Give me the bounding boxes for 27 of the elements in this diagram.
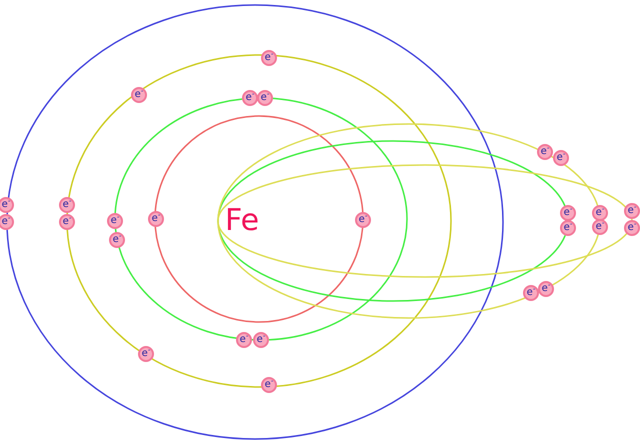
electron-circle: e$^{-}$ — [59, 214, 75, 230]
electron-circle: e$^{-}$ — [537, 144, 553, 160]
element-symbol: Fe — [225, 204, 260, 238]
electron-circle: e$^{-}$ — [236, 332, 252, 348]
electron-circle: e$^{-}$ — [624, 203, 640, 219]
electron-circle: e$^{-}$ — [592, 219, 608, 235]
electron-circle: e$^{-}$ — [624, 220, 640, 236]
electron-circle: e$^{-}$ — [257, 90, 273, 106]
electron-circle: e$^{-}$ — [523, 285, 539, 301]
electron-circle: e$^{-}$ — [560, 205, 576, 221]
electron-circle: e$^{-}$ — [261, 377, 277, 393]
electron-circle: e$^{-}$ — [107, 213, 123, 229]
electron-circle: e$^{-}$ — [242, 90, 258, 106]
electron-circle: e$^{-}$ — [59, 197, 75, 213]
electron-circle: e$^{-}$ — [148, 211, 164, 227]
electron-circle: e$^{-}$ — [0, 214, 14, 230]
electron-circle: e$^{-}$ — [253, 332, 269, 348]
electron-circle: e$^{-}$ — [355, 212, 371, 228]
electron-circle: e$^{-}$ — [560, 220, 576, 236]
electron-circle: e$^{-}$ — [553, 150, 569, 166]
electron-circle: e$^{-}$ — [538, 281, 554, 297]
electron-circle: e$^{-}$ — [131, 87, 147, 103]
electron-circle: e$^{-}$ — [109, 232, 125, 248]
electron-circle: e$^{-}$ — [138, 346, 154, 362]
electron-circle: e$^{-}$ — [0, 197, 14, 213]
electron-circle: e$^{-}$ — [261, 50, 277, 66]
electron-circle: e$^{-}$ — [592, 205, 608, 221]
